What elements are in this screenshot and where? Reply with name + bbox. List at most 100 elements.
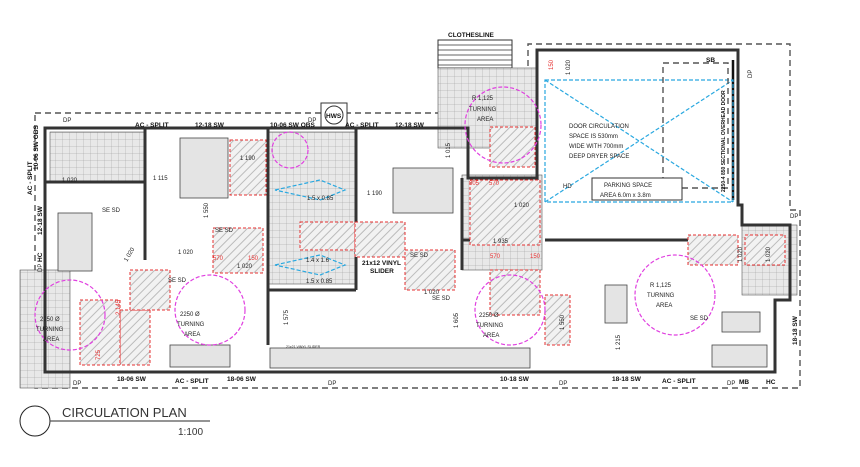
downpipe-label: DP — [328, 381, 336, 387]
dimension: 570 — [213, 256, 224, 262]
garage-note: DEEP DRYER SPACE — [569, 154, 629, 160]
turning-circle-laundry — [464, 86, 542, 164]
downpipe-label: DP — [38, 264, 44, 272]
parking-label-box — [591, 177, 683, 201]
wc-circulation — [274, 179, 347, 276]
turning-area-label: TURNING — [469, 107, 497, 113]
car-outline — [662, 62, 729, 189]
bed-main — [179, 137, 229, 199]
bathroom-tiles — [267, 131, 357, 285]
smoke-detector-label: SE SD — [102, 208, 121, 214]
lounge — [711, 344, 768, 368]
parking-diagonals — [544, 79, 734, 203]
ac-split-label: AC - SPLIT — [27, 161, 34, 195]
turning-circle-wc — [271, 131, 309, 169]
window-label: 18-06 SW — [117, 376, 147, 383]
turning-circle-living — [634, 254, 716, 336]
smoke-detector-label: SE SD — [215, 228, 234, 234]
dimension: 725 — [96, 349, 102, 360]
hose-cock-label: HC — [37, 252, 44, 262]
hose-cock-label: HC — [766, 379, 776, 386]
downpipe-label: DP — [748, 70, 754, 78]
parking-label: AREA 6.0m x 3.8m — [600, 193, 651, 199]
dimension: 570 — [489, 181, 500, 187]
dimension: 1 550 — [560, 314, 566, 330]
dimension: 1 020 — [738, 246, 744, 262]
turning-area-label: TURNING — [476, 323, 504, 329]
window-label: 12-18 SW — [195, 122, 225, 129]
dimension: 1 020 — [124, 246, 137, 263]
dimension: 150 — [530, 254, 541, 260]
ensuite-tiles — [49, 131, 146, 183]
dimension: 1 190 — [240, 156, 256, 162]
window-label: 10-06 SW OBS — [270, 122, 315, 129]
drawing-title: CIRCULATION PLAN 1:100 — [19, 405, 210, 438]
turning-area-label: 2250 Ø — [479, 313, 499, 319]
window-label: 12-18 SW — [395, 122, 425, 129]
meter-box-label: MB — [739, 379, 749, 386]
window-label: 12-18 SW — [37, 205, 44, 235]
door-label: SLIDER — [370, 268, 394, 275]
turning-area-label: 2250 Ø — [180, 312, 200, 318]
dimension: 1.4 x 1.6 — [306, 258, 330, 264]
turning-area-label: 2250 Ø — [40, 317, 60, 323]
dining-table — [604, 284, 628, 324]
plan-title: CIRCULATION PLAN — [62, 405, 187, 420]
turning-area-label: AREA — [184, 332, 200, 338]
ac-split-label: AC - SPLIT — [135, 122, 169, 129]
clothesline-label: CLOTHESLINE — [448, 32, 495, 39]
dimension: 1 115 — [153, 176, 168, 182]
dimension: 1 020 — [62, 178, 78, 184]
parking-label: PARKING SPACE — [604, 183, 652, 189]
dimension: 1 020 — [566, 59, 572, 75]
dimension: 1 015 — [446, 142, 452, 158]
door-label: 21x21 VINYL SLIDER — [286, 345, 321, 349]
turning-area-label: AREA — [43, 337, 59, 343]
ac-split-label: AC - SPLIT — [345, 122, 379, 129]
downpipe-label: DP — [308, 118, 316, 124]
dimension: 2 145 — [116, 299, 122, 315]
hd-label: HD — [563, 184, 572, 190]
turning-circle-porch — [34, 279, 106, 351]
dimension: 1 020 — [766, 246, 772, 262]
downpipe-label: DP — [73, 381, 81, 387]
switchboard-label: SB — [706, 57, 715, 64]
garage-note: DOOR CIRCULATION — [569, 124, 629, 130]
window-label: 10-18 SW — [500, 376, 530, 383]
turning-area-label: TURNING — [647, 293, 675, 299]
garage-note: SPACE IS 530mm — [569, 134, 618, 140]
smoke-detector-label: SE SD — [168, 278, 187, 284]
dimension: 570 — [490, 254, 501, 260]
kitchen-bench — [269, 347, 531, 369]
plan-scale: 1:100 — [178, 427, 203, 438]
sofa — [169, 344, 231, 368]
downpipe-label: DP — [63, 118, 71, 124]
window-label: 18-06 SW — [227, 376, 257, 383]
turning-area-label: TURNING — [177, 322, 205, 328]
dimension: 1 575 — [284, 309, 290, 325]
dimension: 1 215 — [616, 334, 622, 350]
dimension: 1 020 — [514, 203, 530, 209]
window-label: 18-18 SW — [792, 315, 799, 345]
dimension: 1 605 — [454, 312, 460, 328]
downpipe-label: DP — [790, 214, 798, 220]
window-label: 10-06 SW OBS — [33, 125, 40, 170]
turning-area-label: R 1,125 — [472, 96, 494, 102]
dimension: 1 020 — [424, 290, 440, 296]
bed-3 — [392, 167, 454, 214]
turning-area-label: R 1,125 — [650, 283, 672, 289]
dimension: 1 020 — [178, 250, 194, 256]
bed-2 — [57, 212, 93, 272]
exterior-walls — [43, 48, 792, 374]
dimension: 1 935 — [493, 239, 509, 245]
turning-area-label: AREA — [483, 333, 499, 339]
turning-area-label: TURNING — [36, 327, 64, 333]
tv-unit — [721, 311, 761, 333]
garage-door-label: 2250-4 850 SECTIONAL OVERHEAD DOOR — [721, 90, 727, 192]
door-label: 21x12 VINYL — [362, 260, 401, 267]
garage-note: WIDE WITH 700mm — [569, 144, 623, 150]
smoke-detector-label: SE SD — [690, 316, 709, 322]
dimension: 1 550 — [204, 202, 210, 218]
downpipe-label: DP — [727, 381, 735, 387]
